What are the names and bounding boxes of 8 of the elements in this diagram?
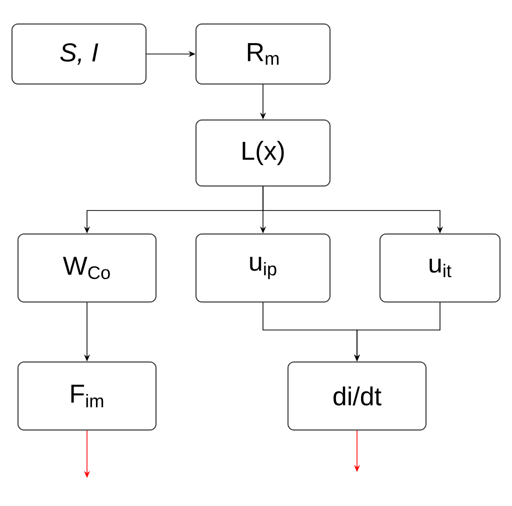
process-box: W$_{Co}$	[18, 234, 156, 302]
process-box: S, I	[12, 24, 146, 84]
process-box: L(x)	[196, 120, 330, 186]
process-box: di/dt	[288, 362, 426, 430]
process-box: u$_{it}$	[380, 234, 500, 302]
process-box: R$_{m}$	[196, 24, 330, 84]
process-box: u$_{ip}$	[196, 234, 330, 302]
process-box: F$_{im}$	[18, 362, 156, 430]
